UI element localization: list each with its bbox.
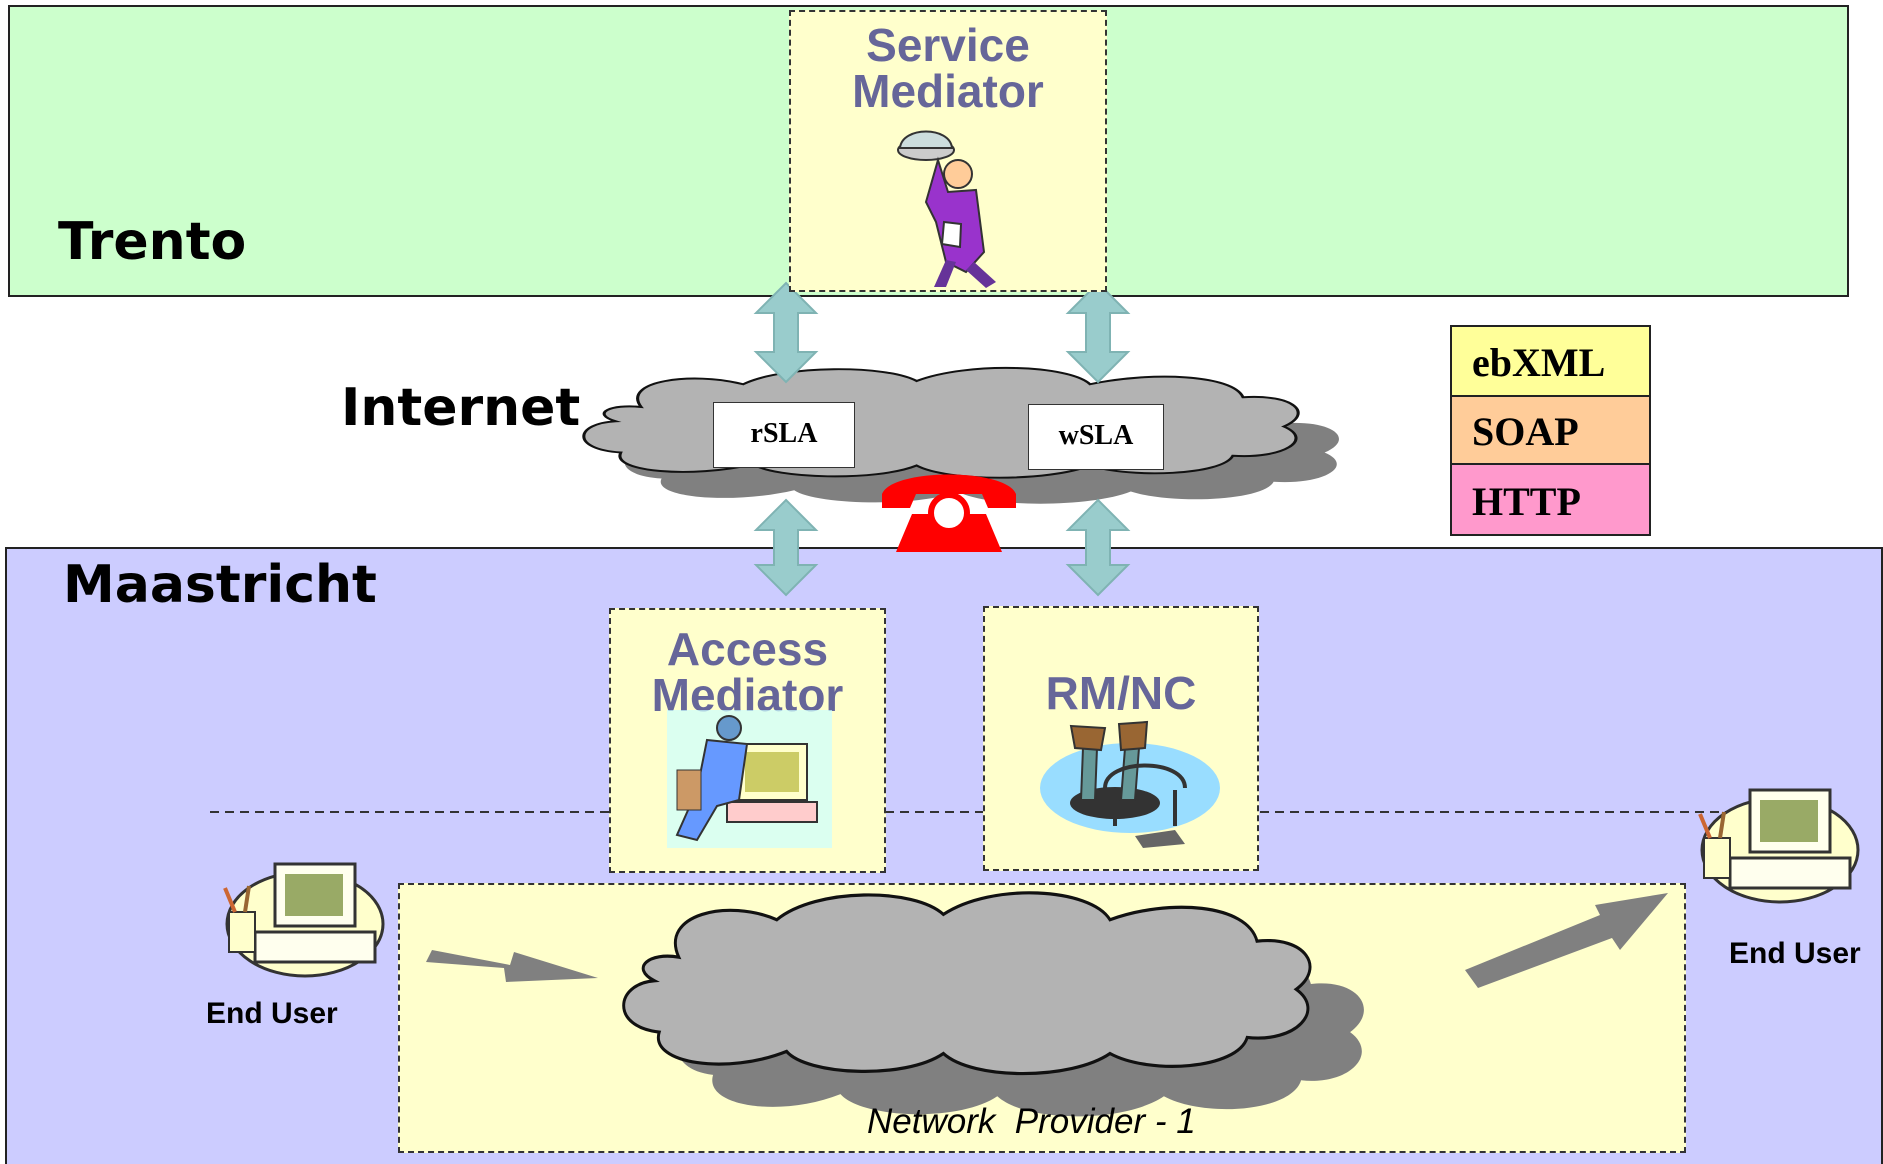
repair-worker-icon bbox=[1040, 720, 1220, 848]
internet-label: Internet bbox=[341, 378, 581, 438]
protocol-soap: SOAP bbox=[1450, 395, 1651, 465]
protocol-ebxml: ebXML bbox=[1450, 325, 1651, 397]
maastricht-label: Maastricht bbox=[63, 555, 377, 615]
access-mediator-title: Access Mediator bbox=[611, 626, 884, 718]
rmnc-title: RM/NC bbox=[1045, 667, 1197, 719]
service-mediator-title-line1: Service bbox=[866, 19, 1030, 71]
network-provider-cloud bbox=[622, 891, 1364, 1117]
technician-computer-icon bbox=[667, 710, 832, 848]
service-mediator-title: Service Mediator bbox=[791, 22, 1105, 114]
rsla-box: rSLA bbox=[713, 402, 855, 468]
waiter-icon bbox=[897, 130, 996, 288]
rmnc-box: RM/NC bbox=[983, 606, 1259, 871]
access-mediator-title-line1: Access bbox=[666, 623, 829, 675]
flow-arrow-out bbox=[1465, 893, 1668, 988]
network-provider-label: Network Provider - 1 bbox=[867, 1102, 1196, 1141]
arrow-wsla-up bbox=[1065, 281, 1131, 384]
flow-arrow-in bbox=[426, 950, 598, 982]
end-user-right-label: End User bbox=[1729, 937, 1861, 970]
service-mediator-title-line2: Mediator bbox=[852, 65, 1044, 117]
arrow-rsla-down bbox=[753, 498, 819, 597]
telephone-icon bbox=[882, 474, 1016, 552]
arrow-rsla-up bbox=[753, 281, 819, 384]
access-mediator-box: Access Mediator bbox=[609, 608, 886, 873]
arrow-wsla-down bbox=[1065, 498, 1131, 597]
computer-icon bbox=[223, 862, 385, 978]
service-mediator-box: Service Mediator bbox=[789, 10, 1107, 292]
end-user-left-label: End User bbox=[206, 997, 338, 1030]
computer-icon bbox=[1698, 788, 1860, 904]
wsla-box: wSLA bbox=[1028, 404, 1164, 470]
protocol-http: HTTP bbox=[1450, 463, 1651, 536]
trento-label: Trento bbox=[58, 212, 247, 272]
